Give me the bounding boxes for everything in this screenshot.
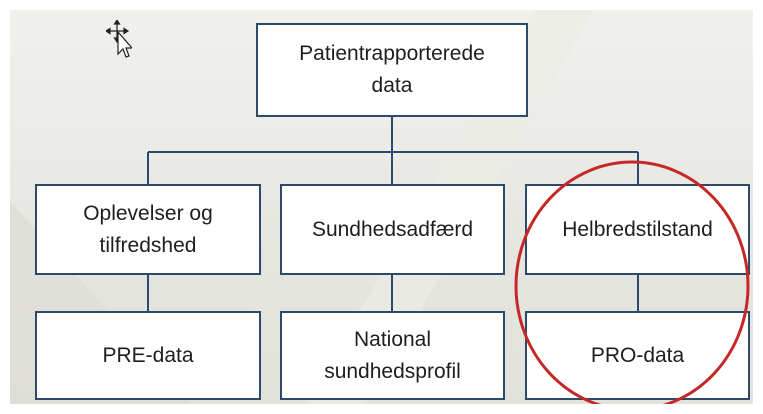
- node-patientrapporterede-data: Patientrapporterede data: [256, 23, 528, 117]
- node-label: Helbredstilstand: [562, 217, 713, 241]
- node-pre-data: PRE-data: [35, 311, 261, 400]
- node-label: Patientrapporterede data: [299, 42, 485, 97]
- node-label: Sundhedsadfærd: [311, 217, 474, 241]
- node-oplevelser-og-tilfredshed: Oplevelser og tilfredshed: [35, 184, 261, 275]
- move-cursor-icon: [106, 20, 132, 58]
- node-national-sundhedsprofil: National sundhedsprofil: [280, 311, 505, 400]
- node-label: Oplevelser og tilfredshed: [83, 201, 213, 257]
- frame-right: [753, 0, 763, 414]
- frame-bottom: [0, 404, 763, 414]
- node-label: National sundhedsprofil: [324, 327, 461, 383]
- node-label: PRO-data: [590, 343, 685, 367]
- node-sundhedsadfaerd: Sundhedsadfærd: [280, 184, 505, 275]
- frame-top: [0, 0, 763, 10]
- node-helbredstilstand: Helbredstilstand: [525, 184, 750, 275]
- frame-left: [0, 0, 10, 414]
- node-label: PRE-data: [102, 343, 194, 367]
